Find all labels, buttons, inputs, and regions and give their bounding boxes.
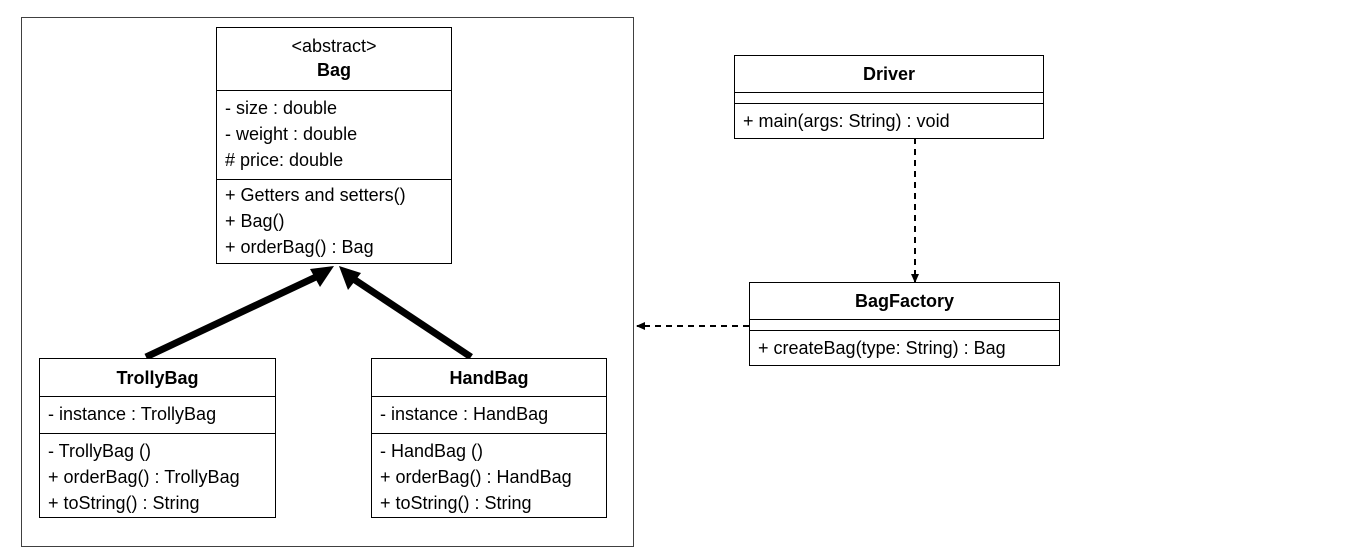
- attribute: # price: double: [225, 150, 344, 170]
- class-trollybag: TrollyBag - instance : TrollyBag - Troll…: [39, 358, 276, 518]
- method: + toString() : String: [48, 493, 200, 513]
- methods-section: + main(args: String) : void: [735, 103, 1043, 134]
- attributes-section: - instance : TrollyBag: [40, 396, 275, 433]
- method: + orderBag() : TrollyBag: [48, 467, 240, 487]
- stereotype-label: <abstract>: [291, 36, 377, 56]
- method: - HandBag (): [380, 441, 484, 461]
- class-header: Driver: [735, 56, 1043, 92]
- method: + createBag(type: String) : Bag: [758, 338, 1006, 358]
- class-name: Bag: [316, 60, 351, 80]
- class-bagfactory: BagFactory + createBag(type: String) : B…: [749, 282, 1060, 366]
- method: - TrollyBag (): [48, 441, 152, 461]
- methods-section: + createBag(type: String) : Bag: [750, 330, 1059, 361]
- class-header: HandBag: [372, 359, 606, 396]
- methods-section: + Getters and setters() + Bag() + orderB…: [217, 179, 451, 260]
- attribute: - instance : HandBag: [380, 404, 549, 424]
- class-header: BagFactory: [750, 283, 1059, 319]
- method: + orderBag() : HandBag: [380, 467, 572, 487]
- inheritance-trollybag-to-bag: [144, 272, 320, 361]
- method: + Bag(): [225, 211, 285, 231]
- attributes-section: [735, 92, 1043, 103]
- inheritance-arrowhead-left: [310, 266, 334, 287]
- class-name: Driver: [862, 64, 916, 84]
- class-header: <abstract> Bag: [217, 28, 451, 90]
- class-name: HandBag: [449, 368, 529, 388]
- class-driver: Driver + main(args: String) : void: [734, 55, 1044, 139]
- attributes-section: - size : double - weight : double # pric…: [217, 90, 451, 179]
- class-name: BagFactory: [854, 291, 955, 311]
- class-handbag: HandBag - instance : HandBag - HandBag (…: [371, 358, 607, 518]
- class-header: TrollyBag: [40, 359, 275, 396]
- attribute: - size : double: [225, 98, 338, 118]
- inheritance-arrowhead-right: [339, 266, 361, 290]
- method: + Getters and setters(): [225, 185, 406, 205]
- inheritance-handbag-to-bag: [350, 275, 473, 360]
- attributes-section: [750, 319, 1059, 330]
- method: + orderBag() : Bag: [225, 237, 374, 257]
- methods-section: - HandBag () + orderBag() : HandBag + to…: [372, 433, 606, 516]
- methods-section: - TrollyBag () + orderBag() : TrollyBag …: [40, 433, 275, 516]
- attribute: - weight : double: [225, 124, 358, 144]
- method: + toString() : String: [380, 493, 532, 513]
- attributes-section: - instance : HandBag: [372, 396, 606, 433]
- class-bag: <abstract> Bag - size : double - weight …: [216, 27, 452, 264]
- class-name: TrollyBag: [116, 368, 199, 388]
- method: + main(args: String) : void: [743, 111, 950, 131]
- package-frame: [21, 17, 634, 547]
- attribute: - instance : TrollyBag: [48, 404, 217, 424]
